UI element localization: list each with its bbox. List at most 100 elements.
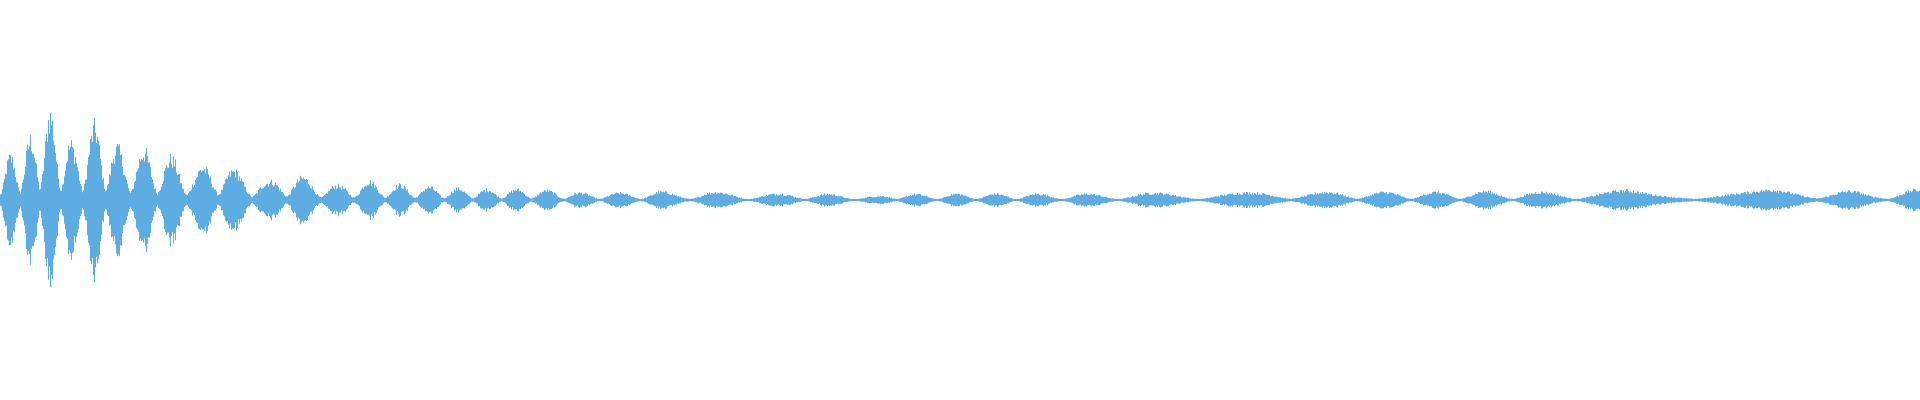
waveform-sample [1781,191,1782,209]
waveform-sample [1255,193,1256,207]
waveform-sample [298,182,299,218]
waveform-sample [1529,193,1530,207]
waveform-sample [1377,193,1378,207]
waveform-sample [628,195,629,205]
waveform-sample [420,193,421,207]
waveform-sample [889,197,890,203]
waveform-sample [1020,198,1021,202]
waveform-sample [151,177,152,224]
waveform-sample [1263,193,1264,207]
waveform-sample [1536,194,1537,206]
waveform-sample [293,186,294,214]
waveform-sample [1120,198,1121,202]
waveform-sample [1380,191,1381,209]
waveform-sample [1646,193,1647,207]
waveform-sample [1061,199,1062,201]
waveform-sample [1877,197,1878,203]
waveform-sample [359,193,360,207]
waveform-sample [1575,199,1576,201]
waveform-sample [562,198,563,202]
waveform-sample [163,181,164,219]
waveform-sample [703,196,704,204]
waveform-sample [303,177,304,223]
waveform-sample [678,196,679,204]
waveform-sample [266,184,267,216]
waveform-sample [1767,190,1768,210]
waveform-sample [138,168,139,232]
waveform-sample [70,146,71,254]
waveform-sample [1478,192,1479,208]
waveform-sample [919,193,920,207]
waveform-sample [192,184,193,216]
waveform-sample [524,193,525,207]
waveform-sample [1717,196,1718,204]
waveform-sample [1092,195,1093,205]
waveform-sample [411,195,412,205]
waveform-sample [565,198,566,202]
waveform-sample [145,154,146,246]
waveform-sample [331,188,332,212]
waveform-sample [1599,193,1600,207]
waveform-sample [1608,192,1609,208]
waveform-sample [483,190,484,210]
waveform-sample [108,184,109,216]
waveform-sample [737,197,738,203]
waveform-sample [1252,192,1253,208]
waveform-sample [511,190,512,210]
waveform-sample [807,198,808,202]
waveform-sample [1060,199,1061,201]
waveform-sample [323,196,324,204]
waveform-sample [720,192,721,208]
waveform-sample [318,195,319,205]
waveform-sample [397,189,398,212]
waveform-sample [1534,193,1535,207]
waveform-sample [380,194,381,206]
waveform-sample [371,185,372,215]
waveform-sample [961,194,962,206]
waveform-sample [1326,192,1327,208]
waveform-sample [1520,196,1521,204]
waveform-sample [1819,198,1820,202]
waveform-sample [789,195,790,205]
waveform-sample [216,191,217,209]
waveform-sample [566,198,567,202]
waveform-sample [1382,191,1383,208]
waveform-sample [500,198,501,202]
waveform-sample [1729,195,1730,205]
waveform-sample [1590,196,1591,204]
waveform-sample [1770,191,1771,209]
waveform-sample [1844,192,1845,208]
waveform-sample [127,183,128,217]
waveform-sample [1704,197,1705,203]
waveform-sample [1062,199,1063,201]
waveform-sample [804,199,805,201]
waveform-sample [1063,198,1064,202]
waveform-sample [716,194,717,206]
waveform-sample [173,156,174,244]
waveform-sample [1916,191,1917,209]
waveform-sample [255,194,256,206]
waveform-sample [701,196,702,204]
waveform-sample [1900,195,1901,205]
waveform-sample [1818,198,1819,202]
waveform-sample [1426,195,1427,205]
waveform-sample [1893,197,1894,203]
waveform-sample [1287,198,1288,202]
waveform-sample [1125,198,1126,202]
waveform-sample [764,196,765,204]
waveform-sample [745,198,746,202]
waveform-sample [817,196,818,204]
waveform-sample [993,195,994,205]
waveform-sample [543,191,544,209]
waveform-sample [1505,197,1506,203]
waveform-sample [1291,199,1292,201]
waveform-sample [1362,197,1363,203]
waveform-sample [54,144,55,256]
waveform-sample [1031,194,1032,206]
waveform-sample [615,192,616,208]
waveform-sample [583,194,584,206]
waveform-sample [567,197,568,203]
waveform-sample [1749,194,1750,206]
waveform-sample [1294,198,1295,202]
waveform-sample [1336,193,1337,207]
